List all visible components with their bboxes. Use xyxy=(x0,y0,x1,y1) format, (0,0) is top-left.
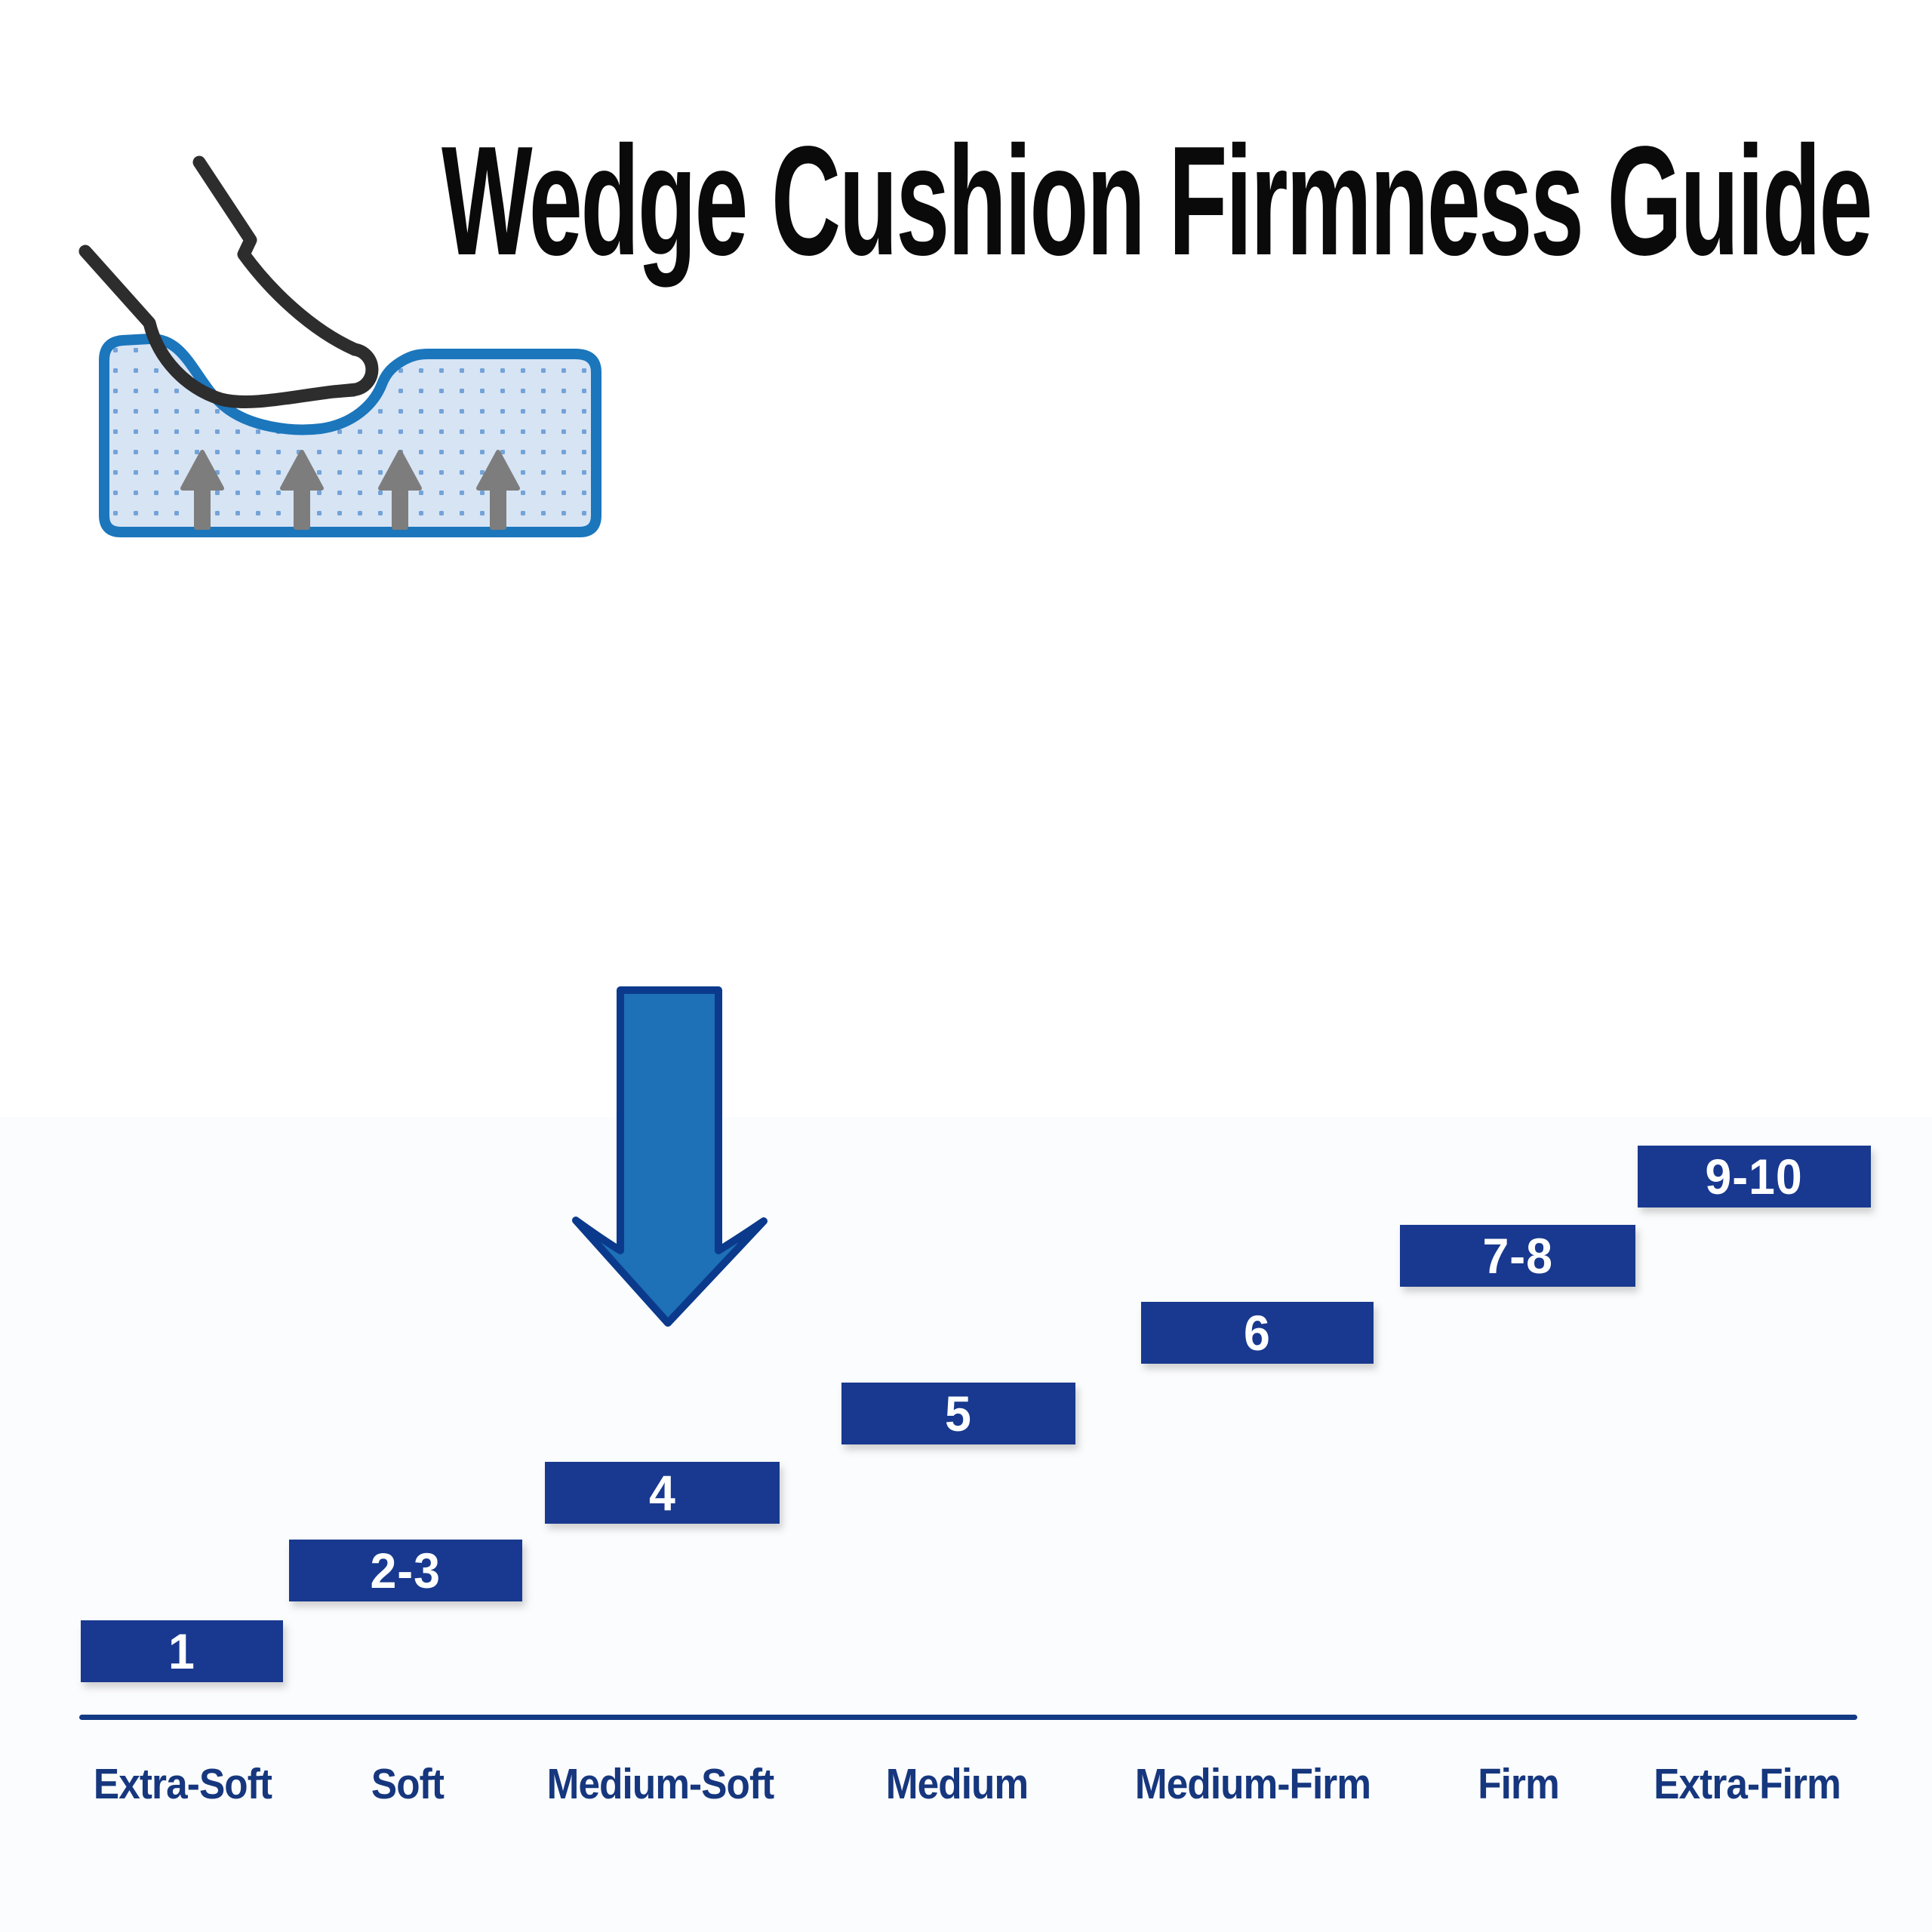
category-label: Medium-Firm xyxy=(1134,1760,1371,1808)
foot-sinking-into-cushion-icon xyxy=(78,155,601,537)
firmness-step-bar: 5 xyxy=(841,1383,1075,1444)
axis-baseline xyxy=(79,1715,1857,1720)
firmness-step-value: 6 xyxy=(1244,1305,1271,1361)
category-label: Extra-Soft xyxy=(93,1760,272,1808)
category-label: Medium-Soft xyxy=(546,1760,775,1808)
firmness-step-bar: 7-8 xyxy=(1400,1225,1635,1287)
down-arrow-icon xyxy=(572,986,768,1327)
firmness-step-bar: 1 xyxy=(81,1620,283,1682)
firmness-step-bar: 4 xyxy=(545,1462,780,1524)
firmness-step-value: 2-3 xyxy=(370,1543,441,1598)
cushion-shape xyxy=(99,333,601,537)
firmness-step-value: 1 xyxy=(168,1623,195,1679)
firmness-step-value: 5 xyxy=(945,1386,972,1441)
firmness-step-bar: 2-3 xyxy=(289,1540,522,1601)
firmness-step-bar: 6 xyxy=(1141,1302,1374,1364)
firmness-step-value: 4 xyxy=(648,1465,676,1521)
category-label: Soft xyxy=(371,1760,445,1808)
firmness-step-bar: 9-10 xyxy=(1638,1146,1871,1208)
category-label: Medium xyxy=(885,1760,1029,1808)
category-label: Extra-Firm xyxy=(1654,1760,1841,1808)
category-label: Firm xyxy=(1478,1760,1559,1808)
page-title: Wedge Cushion Firmness Guide xyxy=(441,114,1872,288)
foot-outline-icon xyxy=(78,155,379,408)
pressure-up-arrows-icon xyxy=(180,450,520,530)
firmness-step-value: 7-8 xyxy=(1482,1228,1553,1284)
firmness-step-value: 9-10 xyxy=(1705,1149,1804,1204)
